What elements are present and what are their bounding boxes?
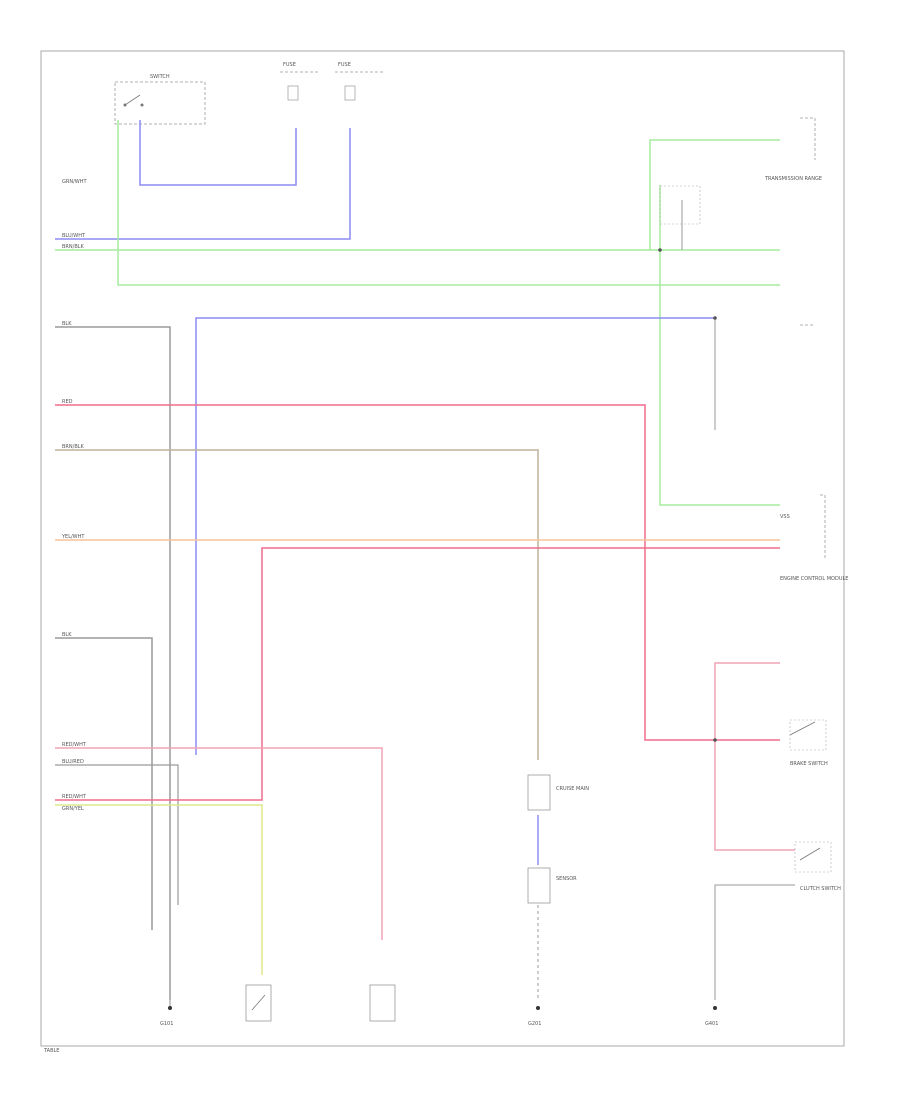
wire-gray-right-lower — [714, 884, 795, 1000]
wire-label: RED/WHT — [62, 794, 87, 800]
wire-blue-left — [55, 128, 351, 240]
wire-label: BLK — [62, 321, 72, 327]
transmission-range-component: TRANSMISSION RANGE — [659, 176, 822, 225]
junction-dot — [658, 248, 662, 252]
fuse-right-component: FUSE — [335, 62, 385, 101]
top-switch-label: SWITCH — [150, 74, 170, 80]
connector-bracket-vss — [820, 494, 826, 560]
sensor-mid-label: SENSOR — [556, 876, 577, 882]
wire-gray-center — [55, 449, 539, 760]
clutch-switch-label: CLUTCH SWITCH — [800, 886, 841, 892]
wire-label: RED/WHT — [62, 742, 87, 748]
clutch-switch-component: CLUTCH SWITCH — [794, 841, 841, 892]
ground-right-label: G401 — [705, 1021, 718, 1027]
cruise-main-component: CRUISE MAIN — [527, 774, 589, 811]
wire-green-vss — [659, 185, 780, 506]
connector-bracket-top — [800, 117, 816, 160]
ground-mid: G201 — [528, 1006, 541, 1027]
wire-pink-mid — [55, 747, 383, 940]
top-switch-component: SWITCH — [114, 74, 206, 125]
ground-right: G401 — [705, 1006, 718, 1027]
brake-switch-label: BRAKE SWITCH — [790, 761, 828, 767]
fuse-left-component: FUSE — [280, 62, 320, 101]
wire-gray-black1 — [55, 326, 171, 1000]
wire-label: BRN/BLK — [62, 444, 85, 450]
wire-green-loop — [117, 120, 780, 286]
wire-label: GRN/WHT — [62, 179, 87, 185]
left-bottom-switch — [245, 984, 272, 1022]
wire-green-right — [649, 139, 780, 250]
cruise-main-label: CRUISE MAIN — [556, 786, 589, 792]
frame-label: TABLE — [43, 1048, 59, 1054]
wire-label: RED — [62, 399, 73, 405]
fuse-left-label: FUSE — [283, 62, 296, 68]
left-wire-labels: GRN/WHT BLU/WHT BRN/BLK BLK RED BRN/BLK … — [61, 179, 87, 812]
engine-control-component: ENGINE CONTROL MODULE — [780, 576, 848, 582]
ground-left-label: G101 — [160, 1021, 173, 1027]
engine-control-label: ENGINE CONTROL MODULE — [780, 576, 848, 582]
wire-label: BLU/WHT — [62, 233, 86, 239]
transmission-range-label: TRANSMISSION RANGE — [764, 176, 822, 182]
wire-label: BLU/RED — [62, 759, 84, 765]
wire-red-main — [55, 404, 780, 741]
wire-yellow — [55, 804, 263, 975]
brake-switch-component: BRAKE SWITCH — [789, 719, 828, 767]
wire-label: BRN/BLK — [62, 244, 85, 250]
wire-label: BLK — [62, 632, 72, 638]
wire-blue-horizontal — [195, 317, 715, 755]
fuse-right-label: FUSE — [338, 62, 351, 68]
wire-label: GRN/YEL — [62, 806, 84, 812]
junction-dot — [713, 316, 717, 320]
wire-blue-upper — [139, 120, 297, 186]
vss-component: VSS — [780, 514, 790, 520]
sensor-mid-component: SENSOR — [527, 867, 577, 904]
vss-label: VSS — [780, 514, 790, 520]
wire-blue-right — [55, 764, 179, 905]
wire-gray-black2 — [55, 637, 153, 930]
diagram-frame — [40, 50, 845, 1047]
wire-label: YEL/WHT — [61, 534, 85, 540]
wire-pink-right — [55, 547, 780, 801]
ground-mid-label: G201 — [528, 1021, 541, 1027]
wire-pink-column — [714, 662, 795, 851]
ground-left: G101 — [160, 1000, 173, 1027]
junction-dot — [713, 738, 717, 742]
mid-bottom-module — [369, 984, 396, 1022]
